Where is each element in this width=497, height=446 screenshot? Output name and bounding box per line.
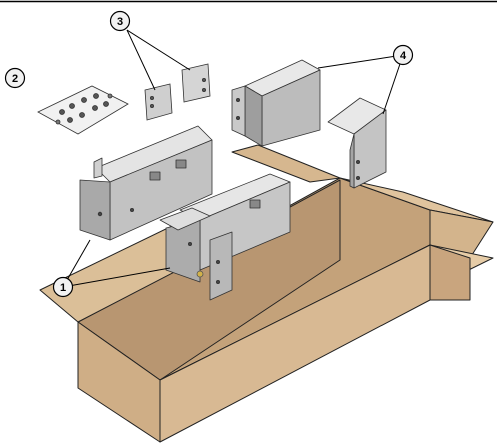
svg-text:4: 4 <box>400 50 407 62</box>
leader-4-a <box>317 54 404 69</box>
box-back-flap <box>231 144 341 183</box>
leader-1-b <box>62 267 171 288</box>
callout-3: 3 <box>109 10 131 32</box>
rail-assembly-front <box>159 173 291 301</box>
brackets <box>231 59 387 189</box>
shim-plates <box>144 63 211 121</box>
box-end-face <box>429 244 471 301</box>
leader-3-a <box>126 29 156 91</box>
shipping-box <box>39 144 494 443</box>
svg-text:1: 1 <box>60 282 66 294</box>
callout-1: 1 <box>52 276 74 298</box>
leader-4-b <box>382 54 404 115</box>
callout-2: 2 <box>4 67 26 89</box>
svg-text:3: 3 <box>117 16 123 28</box>
leader-3-b <box>126 29 191 71</box>
hardware-kit-bag <box>37 85 129 135</box>
rail-assembly-back <box>79 125 213 241</box>
svg-text:2: 2 <box>12 73 18 85</box>
callout-4: 4 <box>392 44 414 66</box>
